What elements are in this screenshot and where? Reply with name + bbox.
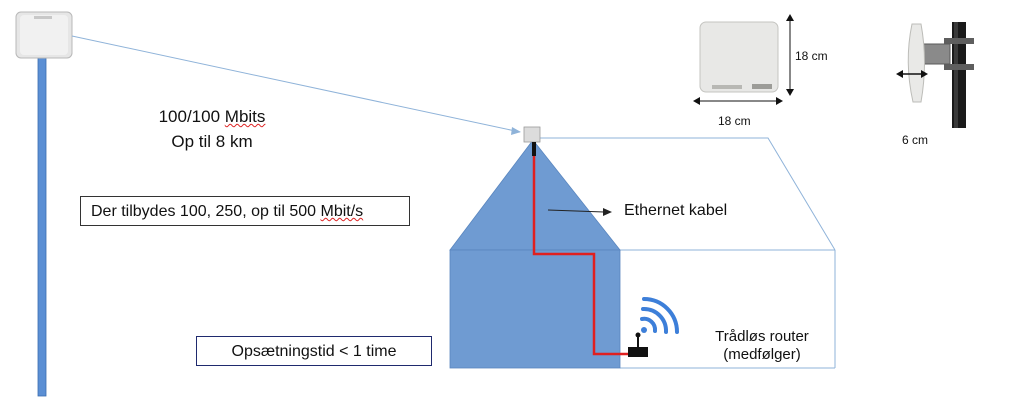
rooftop-antenna-icon <box>523 126 541 156</box>
house-outline <box>533 137 836 369</box>
ethernet-cable <box>532 156 638 356</box>
link-speed-line1: 100/100 Mbits <box>158 107 266 126</box>
setup-time-box: Opsætningstid < 1 time <box>196 336 432 366</box>
pole <box>37 57 47 397</box>
router-label-line2: (medfølger) <box>723 346 801 363</box>
router-icon <box>628 332 648 357</box>
wifi-signal-icon <box>640 297 679 334</box>
ethernet-label: Ethernet kabel <box>624 202 728 219</box>
wireless-link-line <box>71 35 521 133</box>
offer-box: Der tilbydes 100, 250, op til 500 Mbit/s <box>80 196 410 226</box>
panel-width-label: 18 cm <box>718 114 751 128</box>
router-label-line1: Trådløs router <box>715 328 809 345</box>
router-label: Trådløs router (medfølger) <box>662 328 862 364</box>
link-range-line: Op til 8 km <box>171 132 253 151</box>
panel-depth-label: 6 cm <box>902 133 929 147</box>
house-body <box>449 249 621 369</box>
wireless-link-arrowhead <box>511 127 521 135</box>
panel-antenna-side-icon <box>907 22 974 128</box>
link-speed-label: 100/100 Mbits Op til 8 km <box>142 104 282 154</box>
panel-antenna-front-icon <box>699 21 779 93</box>
ethernet-arrowhead <box>603 208 612 216</box>
tower-antenna-icon <box>15 11 73 59</box>
panel-height-label: 18 cm <box>795 49 828 63</box>
ethernet-arrow <box>547 209 605 213</box>
